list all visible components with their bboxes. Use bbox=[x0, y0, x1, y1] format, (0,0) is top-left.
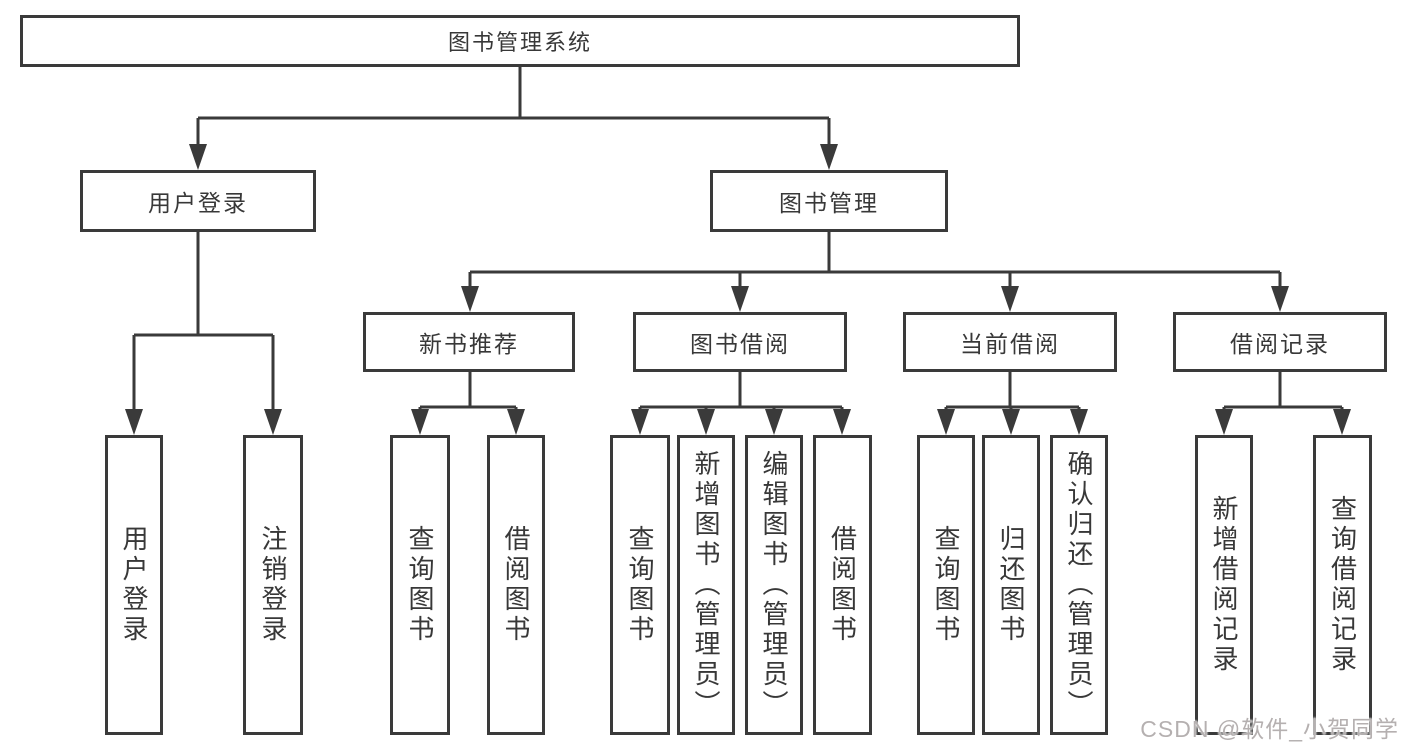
connector-new-book-recommend-bus bbox=[418, 372, 518, 411]
arrow-icon bbox=[1002, 409, 1020, 435]
arrow-icon bbox=[1215, 409, 1233, 435]
connector-root-bus bbox=[196, 67, 831, 146]
node-borrow-record: 借阅记录 bbox=[1173, 312, 1387, 372]
connector-current-borrow-bus bbox=[944, 372, 1081, 411]
node-book-borrow: 图书借阅 bbox=[633, 312, 847, 372]
arrow-icon bbox=[1070, 409, 1088, 435]
arrow-icon bbox=[189, 144, 207, 170]
arrow-icon bbox=[1001, 286, 1019, 312]
arrow-icon bbox=[937, 409, 955, 435]
leaf-current-return-books: 归还图书 bbox=[982, 435, 1040, 735]
arrowheads bbox=[125, 144, 1351, 435]
leaf-current-query-books: 查询图书 bbox=[917, 435, 975, 735]
node-library-system: 图书管理系统 bbox=[20, 15, 1020, 67]
leaf-recommend-borrow-books: 借阅图书 bbox=[487, 435, 545, 735]
arrow-icon bbox=[507, 409, 525, 435]
connector-book-borrow-bus bbox=[638, 372, 844, 411]
node-new-book-recommend: 新书推荐 bbox=[363, 312, 575, 372]
arrow-icon bbox=[697, 409, 715, 435]
leaf-borrow-query-books: 查询图书 bbox=[610, 435, 670, 735]
leaf-record-query: 查询借阅记录 bbox=[1313, 435, 1372, 735]
arrow-icon bbox=[833, 409, 851, 435]
node-user-login: 用户登录 bbox=[80, 170, 316, 232]
arrow-icon bbox=[264, 409, 282, 435]
arrow-icon bbox=[1271, 286, 1289, 312]
arrow-icon bbox=[631, 409, 649, 435]
arrow-icon bbox=[765, 409, 783, 435]
leaf-borrow-edit-books-admin: 编辑图书（管理员） bbox=[745, 435, 803, 735]
leaf-recommend-query-books: 查询图书 bbox=[390, 435, 450, 735]
csdn-watermark: CSDN @软件_小贺同学 bbox=[1140, 716, 1399, 742]
arrow-icon bbox=[461, 286, 479, 312]
arrow-icon bbox=[820, 144, 838, 170]
arrow-icon bbox=[731, 286, 749, 312]
leaf-current-confirm-return-admin: 确认归还（管理员） bbox=[1050, 435, 1108, 735]
leaf-record-add: 新增借阅记录 bbox=[1195, 435, 1253, 735]
arrow-icon bbox=[125, 409, 143, 435]
leaf-logout: 注销登录 bbox=[243, 435, 303, 735]
connector-book-management-bus bbox=[468, 232, 1282, 288]
node-current-borrow: 当前借阅 bbox=[903, 312, 1117, 372]
connector-user-login-bus bbox=[132, 232, 275, 411]
node-book-management: 图书管理 bbox=[710, 170, 948, 232]
leaf-borrow-borrow-books: 借阅图书 bbox=[813, 435, 872, 735]
arrow-icon bbox=[411, 409, 429, 435]
leaf-borrow-add-books-admin: 新增图书（管理员） bbox=[677, 435, 735, 735]
leaf-user-login: 用户登录 bbox=[105, 435, 163, 735]
connector-borrow-record-bus bbox=[1222, 372, 1344, 411]
arrow-icon bbox=[1333, 409, 1351, 435]
